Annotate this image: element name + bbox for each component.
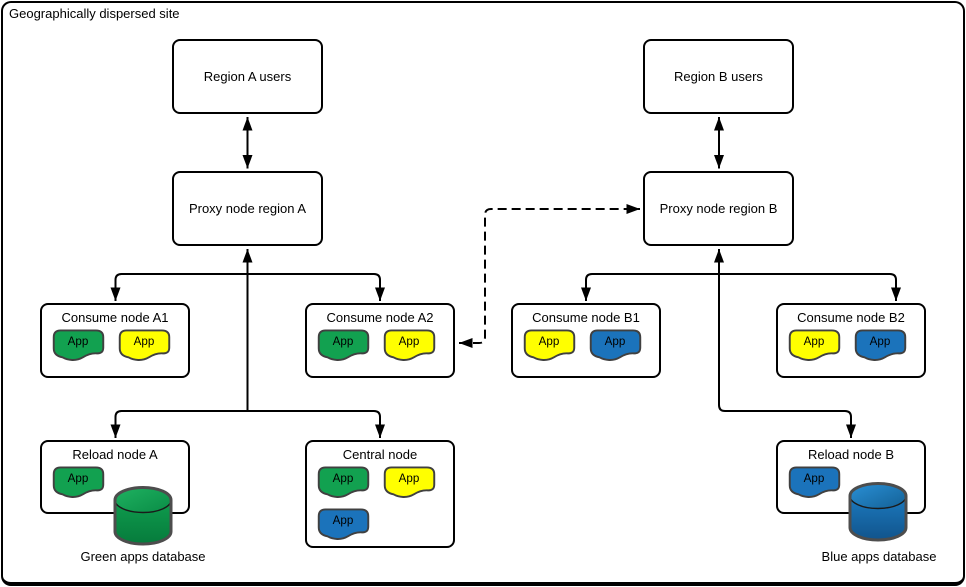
green-app-icon: App bbox=[317, 329, 370, 361]
node-label: Proxy node region A bbox=[188, 201, 307, 216]
app-row: App App bbox=[778, 325, 924, 362]
node-label: Consume node B1 bbox=[532, 310, 640, 325]
yellow-app-icon: App bbox=[383, 329, 436, 361]
app-shape bbox=[854, 329, 907, 361]
connector-trunk-b-to-reload-b bbox=[718, 404, 856, 438]
diagram-title: Geographically dispersed site bbox=[9, 6, 180, 21]
node-consume-a2: Consume node A2 App App bbox=[305, 303, 455, 378]
app-label: App bbox=[539, 335, 560, 348]
app-label: App bbox=[870, 335, 891, 348]
yellow-app-icon: App bbox=[118, 329, 171, 361]
app-label: App bbox=[399, 472, 420, 485]
app-shape bbox=[52, 466, 105, 498]
green-database-icon bbox=[113, 486, 173, 546]
node-label: Consume node A1 bbox=[61, 310, 169, 325]
node-consume-b2: Consume node B2 App App bbox=[776, 303, 926, 378]
app-label: App bbox=[333, 514, 354, 527]
blue-app-icon: App bbox=[788, 466, 841, 498]
app-row: App App bbox=[307, 325, 453, 362]
app-label: App bbox=[804, 335, 825, 348]
app-shape bbox=[317, 508, 370, 540]
green-db-label: Green apps database bbox=[80, 549, 206, 564]
node-proxy-a: Proxy node region A bbox=[172, 171, 323, 246]
app-shape bbox=[118, 329, 171, 361]
app-row: App bbox=[42, 462, 188, 499]
blue-database-icon bbox=[848, 482, 908, 542]
green-app-icon: App bbox=[52, 329, 105, 361]
app-label: App bbox=[399, 335, 420, 348]
cylinder-outline bbox=[848, 482, 908, 542]
connector-replication-consume-a2-proxy-b bbox=[459, 204, 640, 348]
app-shape bbox=[52, 329, 105, 361]
node-label: Region A users bbox=[203, 69, 292, 84]
blue-db-label: Blue apps database bbox=[821, 549, 937, 564]
app-label: App bbox=[333, 335, 354, 348]
node-region-b-users: Region B users bbox=[643, 39, 794, 114]
connector-proxy-b-to-consume-b2 bbox=[719, 273, 901, 301]
connector-trunk-a-to-central bbox=[247, 410, 385, 438]
blue-app-icon: App bbox=[317, 508, 370, 540]
connector-proxy-a-to-consume-a2 bbox=[247, 273, 385, 301]
node-region-a-users: Region A users bbox=[172, 39, 323, 114]
node-label: Region B users bbox=[674, 69, 763, 84]
app-shape bbox=[317, 466, 370, 498]
node-consume-b1: Consume node B1 App App bbox=[511, 303, 661, 378]
app-shape bbox=[383, 329, 436, 361]
node-consume-a1: Consume node A1 App App bbox=[40, 303, 190, 378]
yellow-app-icon: App bbox=[788, 329, 841, 361]
green-app-icon: App bbox=[52, 466, 105, 498]
app-row: App bbox=[307, 499, 453, 541]
app-row: App App bbox=[42, 325, 188, 362]
node-label: Reload node B bbox=[807, 447, 894, 462]
node-label: Central node bbox=[342, 447, 418, 462]
app-shape bbox=[317, 329, 370, 361]
app-label: App bbox=[68, 472, 89, 485]
connector-trunk-a-to-reload-a bbox=[110, 410, 248, 438]
node-label: Consume node A2 bbox=[326, 310, 434, 325]
node-label: Consume node B2 bbox=[797, 310, 905, 325]
node-label: Reload node A bbox=[72, 447, 158, 462]
app-row: App App bbox=[513, 325, 659, 362]
app-shape bbox=[383, 466, 436, 498]
app-label: App bbox=[134, 335, 155, 348]
node-central: Central node App App App bbox=[305, 440, 455, 548]
connector-proxy-a-to-consume-a1 bbox=[110, 273, 248, 301]
node-proxy-b: Proxy node region B bbox=[643, 171, 794, 246]
blue-app-icon: App bbox=[589, 329, 642, 361]
app-label: App bbox=[605, 335, 626, 348]
app-label: App bbox=[804, 472, 825, 485]
cylinder-outline bbox=[113, 486, 173, 546]
node-label: Proxy node region B bbox=[659, 201, 778, 216]
connector-proxy-b-to-consume-b1 bbox=[581, 273, 719, 301]
yellow-app-icon: App bbox=[383, 466, 436, 498]
blue-app-icon: App bbox=[854, 329, 907, 361]
app-row: App bbox=[778, 462, 924, 499]
app-label: App bbox=[333, 472, 354, 485]
app-label: App bbox=[68, 335, 89, 348]
app-row: App App bbox=[307, 462, 453, 499]
green-app-icon: App bbox=[317, 466, 370, 498]
yellow-app-icon: App bbox=[523, 329, 576, 361]
app-shape bbox=[788, 329, 841, 361]
app-shape bbox=[788, 466, 841, 498]
